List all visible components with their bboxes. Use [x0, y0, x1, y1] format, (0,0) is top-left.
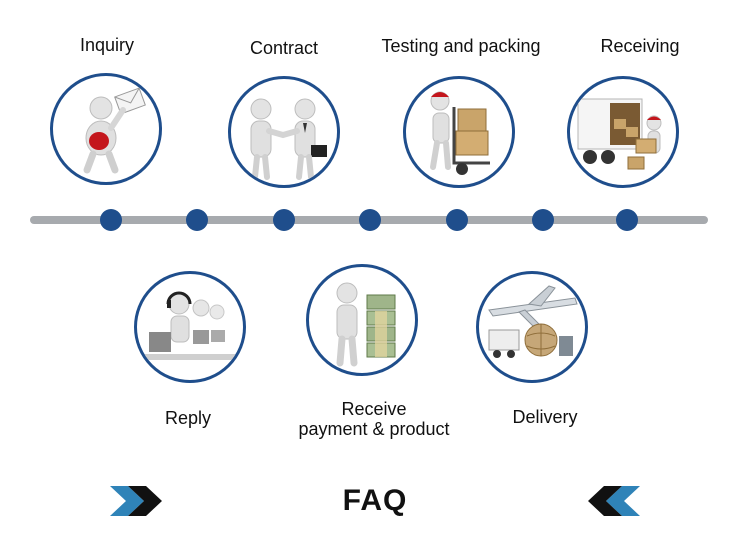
timeline-dot: [100, 209, 122, 231]
step-label-inquiry: Inquiry: [79, 35, 135, 55]
step-circle-contract: [228, 76, 340, 188]
timeline-dot: [359, 209, 381, 231]
truck-unloading-icon: [577, 98, 662, 170]
chevron-left-icon: [588, 486, 640, 516]
step-circle-receive-payment: [306, 264, 418, 376]
hand-truck-boxes-icon: [430, 91, 490, 175]
headset-operators-icon: [145, 291, 235, 360]
money-stack-icon: [336, 282, 396, 367]
step-circle-reply: [134, 271, 246, 383]
timeline-dot: [532, 209, 554, 231]
timeline-dot: [446, 209, 468, 231]
airplane-globe-icon: [488, 285, 578, 358]
faq-title: FAQ: [342, 484, 408, 517]
step-label-receive-payment-line2: payment & product: [298, 419, 450, 439]
timeline-dot: [186, 209, 208, 231]
step-label-receive-payment: Receive payment & product: [274, 399, 474, 439]
chevron-right-icon: [110, 486, 162, 516]
step-label-contract: Contract: [249, 38, 319, 58]
step-circle-receiving: [567, 76, 679, 188]
handshake-icon: [250, 98, 327, 180]
step-circle-testing-packing: [403, 76, 515, 188]
step-label-testing-packing: Testing and packing: [381, 36, 541, 56]
step-label-receive-payment-line1: Receive: [341, 399, 407, 419]
timeline-dot: [273, 209, 295, 231]
step-label-delivery: Delivery: [512, 407, 578, 427]
step-circle-delivery: [476, 271, 588, 383]
envelope-person-icon: [83, 87, 146, 174]
step-label-reply: Reply: [164, 408, 212, 428]
timeline-dot: [616, 209, 638, 231]
step-label-receiving: Receiving: [600, 36, 680, 56]
step-circle-inquiry: [50, 73, 162, 185]
